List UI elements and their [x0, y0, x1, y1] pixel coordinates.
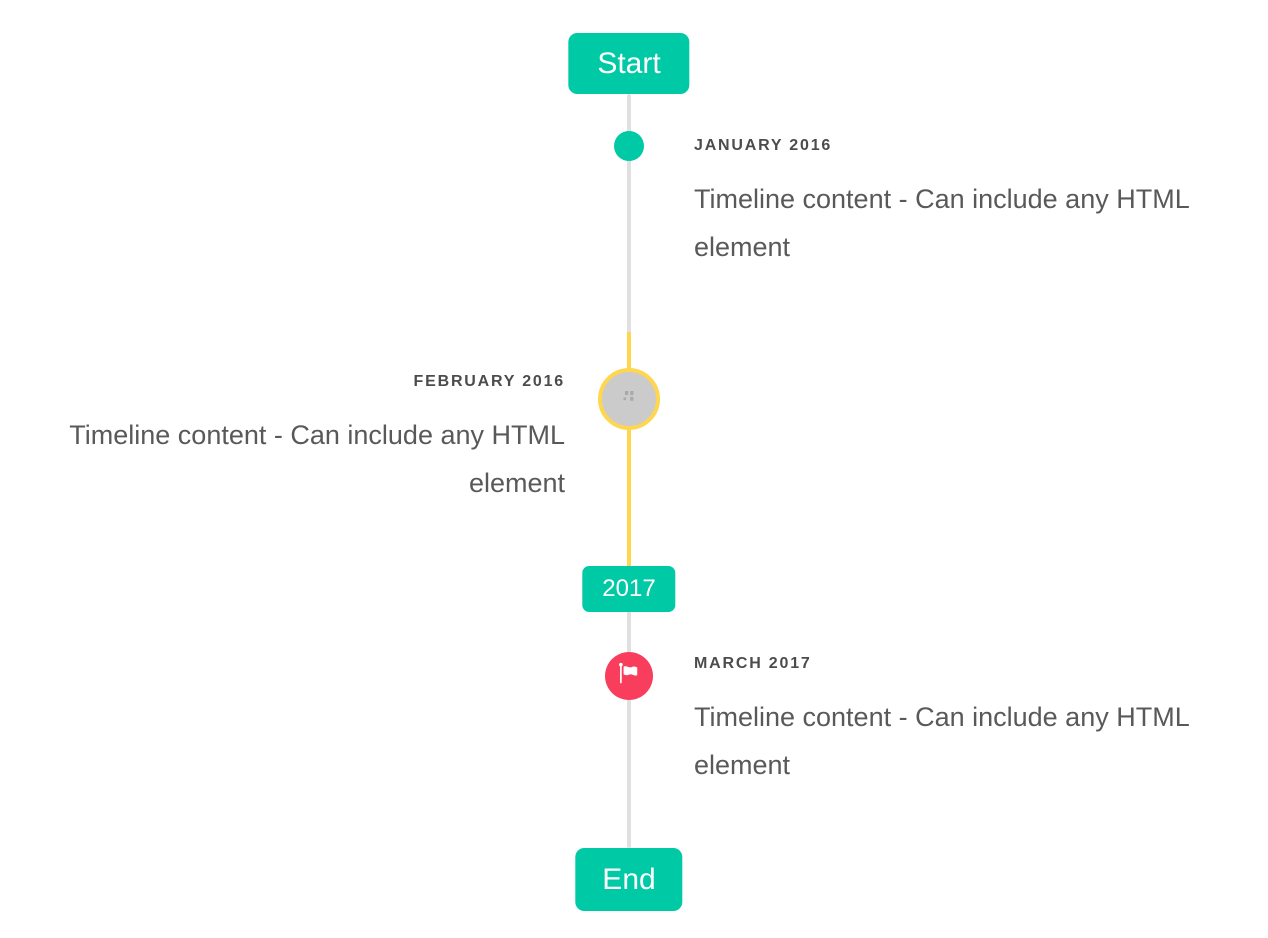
- flag-marker: [605, 652, 653, 700]
- image-marker: [598, 368, 660, 430]
- timeline-line-highlight: [627, 332, 631, 566]
- entry-date-label: MARCH 2017: [694, 655, 812, 672]
- entry-content: Timeline content - Can include any HTML …: [694, 184, 1189, 262]
- year-badge: 2017: [582, 566, 676, 612]
- end-badge: End: [575, 848, 683, 911]
- entry-date-label: FEBRUARY 2016: [413, 373, 565, 390]
- entry-content: Timeline content - Can include any HTML …: [69, 420, 565, 498]
- broken-image-icon: [622, 390, 637, 408]
- entry-date-label: JANUARY 2016: [694, 137, 833, 154]
- flag-icon: [616, 661, 642, 692]
- timeline-dot-marker: [614, 131, 644, 161]
- timeline-entry-january: JANUARY 2016 Timeline content - Can incl…: [694, 136, 1234, 271]
- timeline-entry-february: FEBRUARY 2016 Timeline content - Can inc…: [25, 372, 565, 507]
- entry-content: Timeline content - Can include any HTML …: [694, 702, 1189, 780]
- timeline-entry-march: MARCH 2017 Timeline content - Can includ…: [694, 654, 1234, 789]
- start-badge: Start: [568, 33, 690, 94]
